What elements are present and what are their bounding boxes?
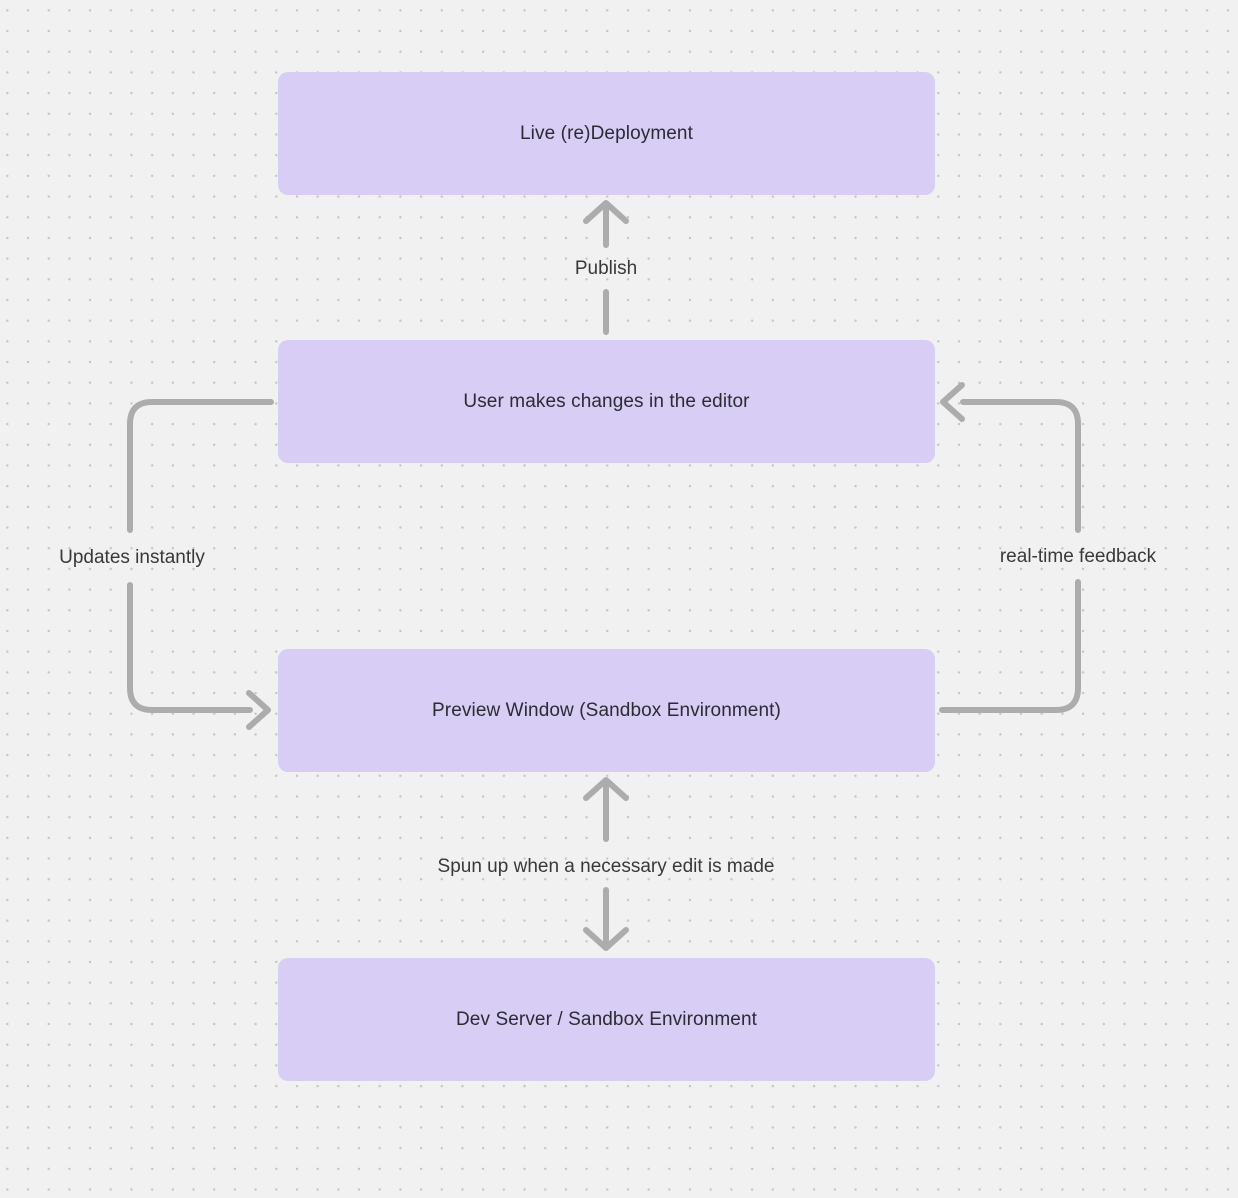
- arrowhead-up-icon: [583, 200, 629, 224]
- node-editor-changes[interactable]: User makes changes in the editor: [278, 340, 935, 463]
- edge-label-real-time-feedback: real-time feedback: [999, 546, 1157, 567]
- edge-label-spun-up: Spun up when a necessary edit is made: [437, 856, 775, 877]
- arrowhead-left-icon: [940, 382, 965, 422]
- node-label-live-redeployment: Live (re)Deployment: [520, 122, 693, 144]
- edge-label-publish: Publish: [574, 258, 638, 279]
- edge-publish-arrow[interactable]: [583, 200, 629, 335]
- edge-updates-segment-lower: [127, 582, 253, 713]
- arrowhead-up-icon: [583, 777, 629, 801]
- edge-updates-segment-upper: [127, 399, 274, 533]
- edge-label-updates-instantly: Updates instantly: [59, 547, 205, 568]
- node-live-redeployment[interactable]: Live (re)Deployment: [278, 72, 935, 195]
- node-dev-server[interactable]: Dev Server / Sandbox Environment: [278, 958, 935, 1081]
- arrowhead-down-icon: [583, 927, 629, 951]
- edge-real-time-feedback-arrow[interactable]: [939, 382, 1081, 713]
- edge-feedback-segment-lower: [939, 579, 1081, 713]
- edge-feedback-segment-upper: [960, 399, 1081, 533]
- node-preview-window[interactable]: Preview Window (Sandbox Environment): [278, 649, 935, 772]
- node-label-dev-server: Dev Server / Sandbox Environment: [455, 1008, 757, 1030]
- edge-updates-instantly-arrow[interactable]: [127, 399, 274, 730]
- node-label-preview-window: Preview Window (Sandbox Environment): [432, 699, 781, 721]
- edge-spun-up-arrow[interactable]: [583, 777, 629, 951]
- arrowhead-right-icon: [246, 690, 271, 730]
- node-label-editor-changes: User makes changes in the editor: [463, 390, 750, 412]
